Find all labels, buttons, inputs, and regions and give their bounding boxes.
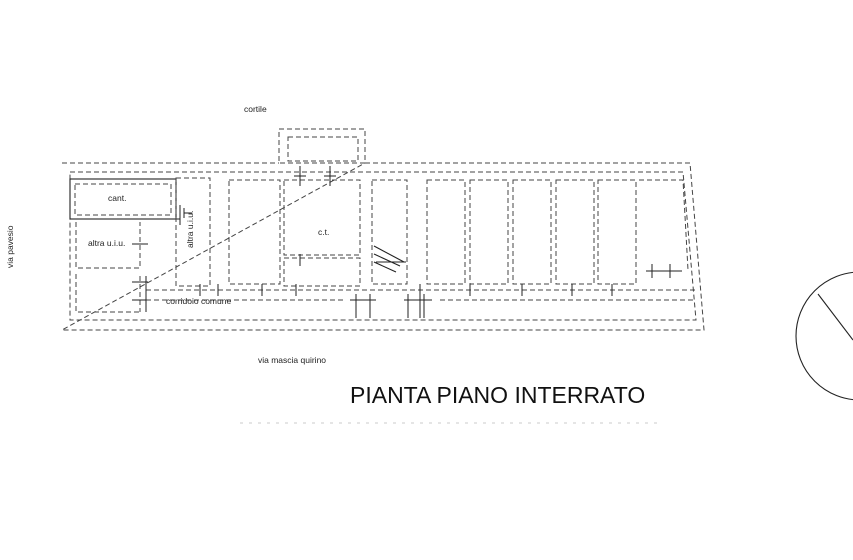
label-altra-uiu-left: altra u.i.u.	[88, 238, 125, 248]
altra-uiu-left-room	[75, 222, 148, 313]
label-corridoio: corridoio comune	[166, 296, 231, 306]
label-altra-uiu-vertical: altra u.i.u.	[185, 211, 195, 248]
label-cortile: cortile	[244, 104, 267, 114]
cortile-annex	[278, 128, 366, 164]
storage-cells	[228, 179, 689, 285]
cantina-room	[69, 178, 181, 225]
ct-room	[283, 166, 361, 287]
label-via-mascia: via mascia quirino	[258, 355, 326, 365]
common-corridor	[145, 276, 696, 318]
label-via-pavesio: via pavesio	[5, 225, 15, 268]
stair	[371, 179, 408, 285]
north-arrow	[795, 271, 853, 401]
drawing-title: PIANTA PIANO INTERRATO	[350, 382, 645, 408]
label-cant: cant.	[108, 193, 126, 203]
altra-uiu-vertical-room	[175, 177, 211, 287]
label-ct: c.t.	[318, 227, 329, 237]
outer-wall	[61, 162, 705, 331]
